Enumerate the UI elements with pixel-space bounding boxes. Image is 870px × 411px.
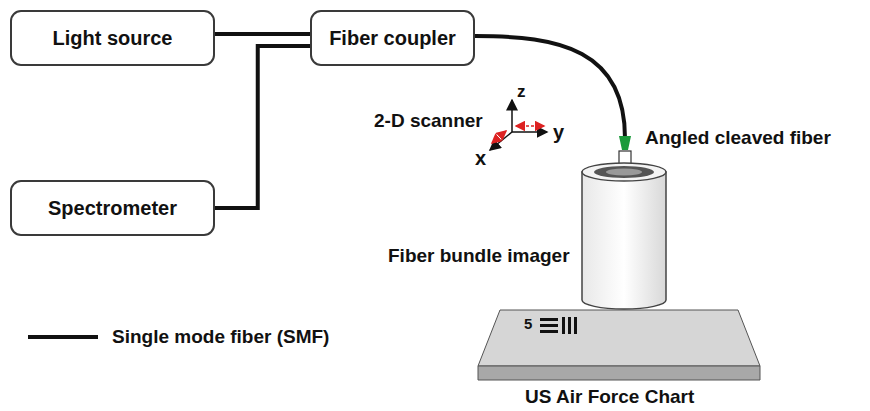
- annotation-label: 5: [524, 315, 532, 332]
- legend-row: Single mode fiber (SMF): [28, 326, 329, 348]
- legend-sample: [28, 332, 98, 342]
- box-label: Spectrometer: [48, 197, 177, 220]
- fiber-bundle-cylinder: [582, 163, 666, 309]
- legend-text: Single mode fiber (SMF): [112, 326, 329, 348]
- box-label: Fiber coupler: [329, 27, 456, 50]
- resolution-chart: [478, 310, 760, 380]
- process-box: Spectrometer: [10, 180, 215, 236]
- fiber-tip: [619, 136, 631, 150]
- axes: [490, 100, 547, 150]
- annotation-label: x: [475, 147, 486, 170]
- annotation-label: Fiber bundle imager: [388, 245, 570, 267]
- annotation-label: Angled cleaved fiber: [645, 127, 831, 149]
- annotation-label: US Air Force Chart: [525, 386, 694, 408]
- annotation-label: z: [517, 82, 526, 102]
- fiber: [475, 36, 625, 138]
- process-box: Light source: [10, 10, 215, 66]
- box-label: Light source: [52, 27, 172, 50]
- annotation-label: 2-D scanner: [374, 110, 483, 132]
- fiber-connector: [215, 34, 310, 35]
- process-box: Fiber coupler: [310, 10, 475, 66]
- annotation-label: y: [553, 121, 564, 144]
- fiber-connector: [215, 46, 310, 208]
